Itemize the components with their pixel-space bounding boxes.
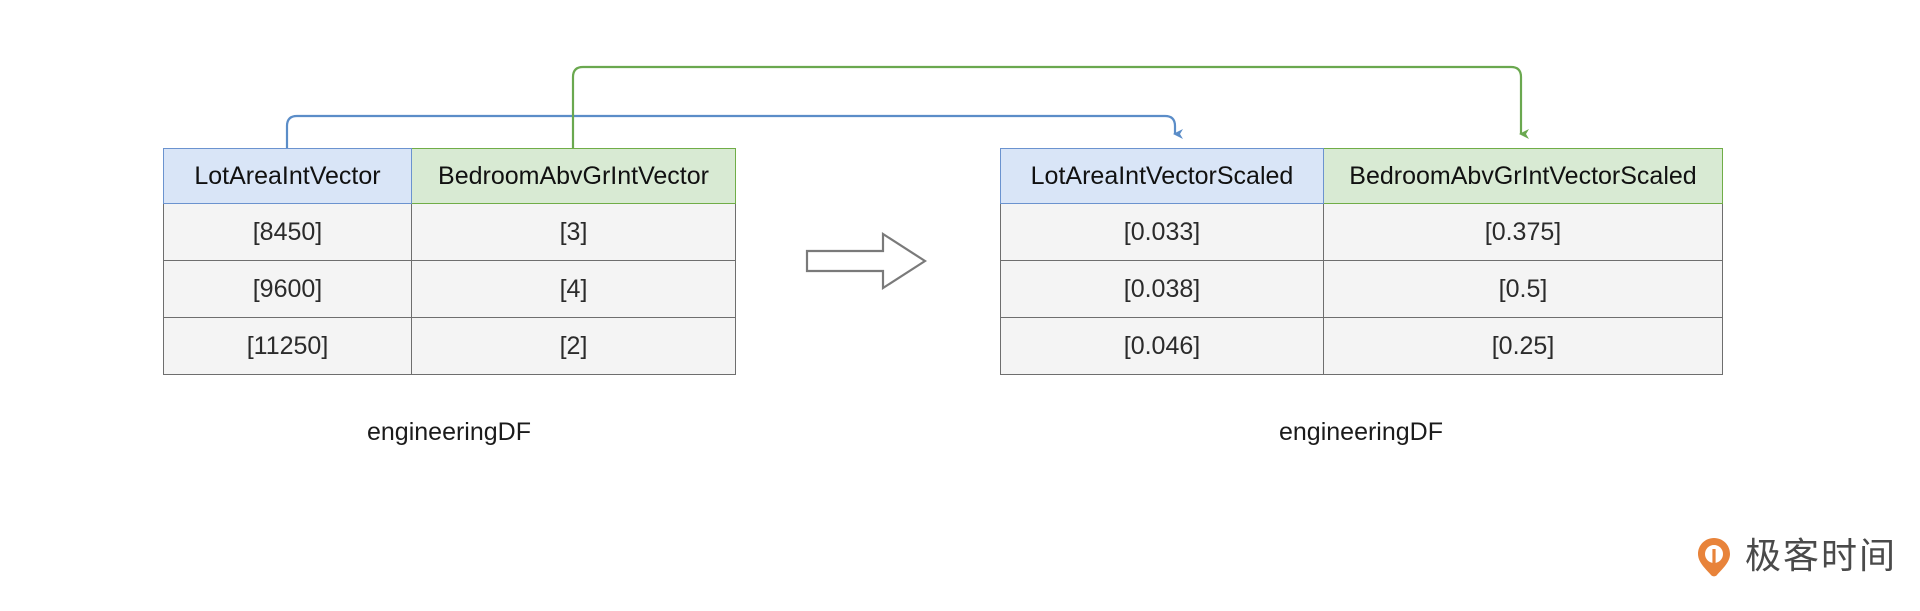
- cell-bedroom-row2: [4]: [411, 260, 736, 318]
- table-row: [0.046] [0.25]: [1000, 317, 1723, 375]
- table-row: [0.038] [0.5]: [1000, 260, 1723, 318]
- watermark-text: 极客时间: [1745, 536, 1898, 577]
- cell-bedroomscaled-row2: [0.5]: [1323, 260, 1723, 318]
- column-header-bedroomabvgrintvectorscaled: BedroomAbvGrIntVectorScaled: [1323, 148, 1723, 204]
- cell-bedroom-row3: [2]: [411, 317, 736, 375]
- cell-lotarea-row2: [9600]: [163, 260, 412, 318]
- cell-lotarea-row3: [11250]: [163, 317, 412, 375]
- table-row: [9600] [4]: [163, 260, 736, 318]
- column-header-bedroomabvgrintvector: BedroomAbvGrIntVector: [411, 148, 736, 204]
- table-row: [0.033] [0.375]: [1000, 203, 1723, 261]
- column-header-lotareaintvector: LotAreaIntVector: [163, 148, 412, 204]
- connector-lotarea-path: [285, 114, 1183, 148]
- cell-lotareascaled-row2: [0.038]: [1000, 260, 1324, 318]
- target-table-caption: engineeringDF: [1279, 418, 1443, 446]
- cell-lotareascaled-row3: [0.046]: [1000, 317, 1324, 375]
- target-dataframe-table: LotAreaIntVectorScaled BedroomAbvGrIntVe…: [1000, 148, 1723, 375]
- cell-bedroomscaled-row1: [0.375]: [1323, 203, 1723, 261]
- connector-bedroom-path: [571, 65, 1529, 148]
- cell-lotarea-row1: [8450]: [163, 203, 412, 261]
- cell-bedroom-row1: [3]: [411, 203, 736, 261]
- source-dataframe-table: LotAreaIntVector BedroomAbvGrIntVector […: [163, 148, 736, 375]
- source-table-caption: engineeringDF: [367, 418, 531, 446]
- watermark: 极客时间: [1693, 536, 1897, 578]
- cell-bedroomscaled-row3: [0.25]: [1323, 317, 1723, 375]
- geektime-logo-icon: [1698, 538, 1730, 577]
- cell-lotareascaled-row1: [0.033]: [1000, 203, 1324, 261]
- table-header-row: LotAreaIntVector BedroomAbvGrIntVector: [163, 148, 736, 204]
- table-row: [8450] [3]: [163, 203, 736, 261]
- table-row: [11250] [2]: [163, 317, 736, 375]
- table-header-row: LotAreaIntVectorScaled BedroomAbvGrIntVe…: [1000, 148, 1723, 204]
- column-header-lotareaintvectorscaled: LotAreaIntVectorScaled: [1000, 148, 1324, 204]
- transform-arrow-icon: [805, 232, 927, 290]
